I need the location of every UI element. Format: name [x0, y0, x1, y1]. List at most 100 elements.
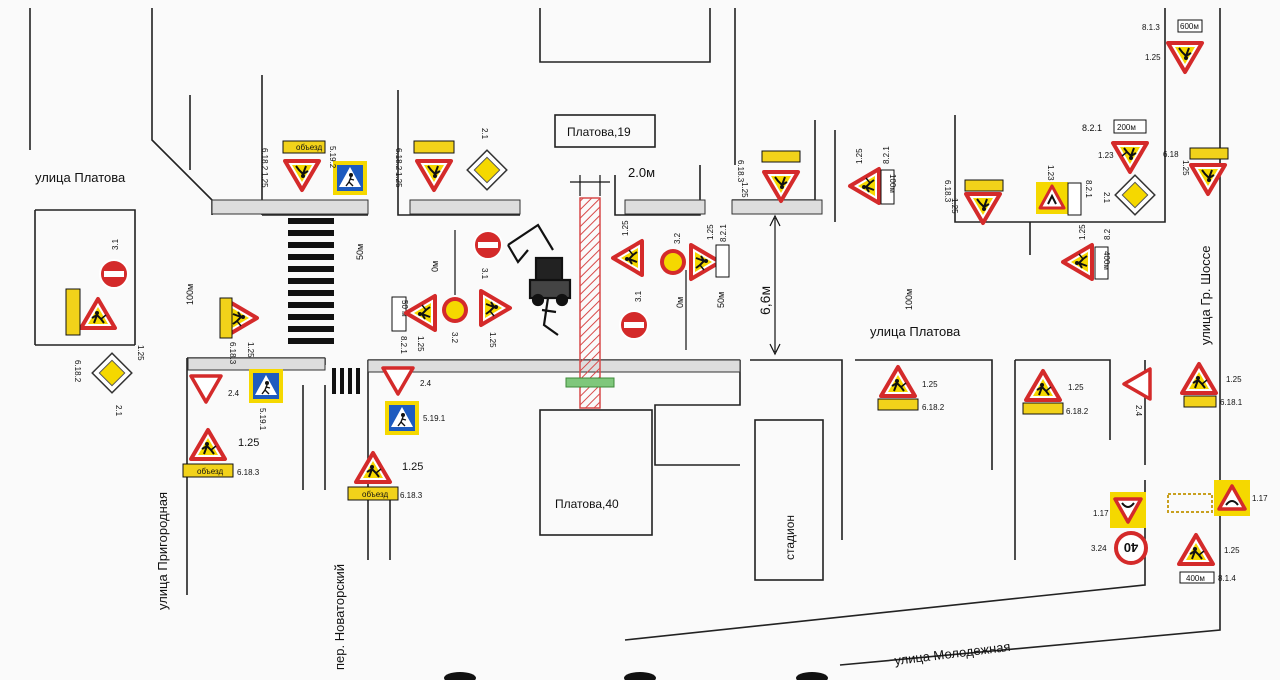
- detour-plate-icon: [347, 486, 399, 501]
- dim-6-6m: 6,6м: [757, 286, 773, 315]
- uneven-road-sign-icon: [1108, 490, 1148, 530]
- building-outline: [539, 409, 653, 536]
- code-3-24: 3.24: [1091, 544, 1107, 553]
- code-8-2: 8.2: [1103, 228, 1112, 240]
- street-novatorsky: пер. Новаторский: [332, 564, 347, 670]
- code-1-23: 1.23: [1046, 165, 1055, 181]
- speed-limit-value: 40: [1124, 540, 1138, 555]
- detour-plate-icon: [964, 179, 1004, 192]
- code-1-25: 1.25: [1181, 160, 1190, 176]
- road-works-sign-icon: [611, 239, 644, 277]
- code-1-23: 1.23: [1098, 151, 1114, 160]
- priority-road-sign-icon: [1114, 174, 1156, 216]
- code-2-4: 2.4: [420, 379, 432, 388]
- code-8-2-1: 8.2.1: [1084, 180, 1093, 198]
- code-1-25: 1.25: [1226, 375, 1242, 384]
- street-platova-right: улица Платова: [870, 324, 961, 339]
- code-8-2-1: 8.2.1: [1082, 123, 1102, 133]
- road-edge: [151, 8, 213, 215]
- road-works-sign-icon: [1180, 362, 1218, 395]
- code-8-2-1: 8.2.1: [399, 336, 408, 354]
- road-works-sign-icon: [354, 451, 392, 484]
- dim-0-right: 0м: [675, 297, 685, 308]
- code-1-25: 1.25: [394, 172, 403, 188]
- no-entry-sign-icon: [473, 230, 503, 260]
- code-1-25: 1.25: [402, 461, 423, 473]
- stadium-outline: [754, 419, 824, 581]
- street-gr-shosse: улица Гр. Шоссе: [1198, 246, 1213, 346]
- code-6-18-3: 6.18.3: [237, 468, 260, 477]
- road-edge: [839, 8, 1221, 666]
- code-2-4: 2.4: [228, 389, 240, 398]
- code-1-25: 1.25: [488, 332, 497, 348]
- distance-plate-icon: [715, 244, 730, 278]
- pedestrian-crossing-sign-icon: [248, 368, 284, 404]
- no-traffic-sign-icon: [442, 297, 468, 323]
- dim-0-left: 0м: [430, 261, 440, 272]
- road-edge: [624, 480, 1146, 641]
- code-6-18-2: 6.18.2: [394, 148, 403, 171]
- plate-detour: объезд: [197, 467, 224, 476]
- dim-50-right: 50м: [716, 292, 726, 308]
- code-1-17: 1.17: [1093, 509, 1109, 518]
- plate-600m: 600м: [1180, 22, 1199, 31]
- detour-plate-icon: [1189, 147, 1229, 160]
- code-3-1: 3.1: [634, 290, 643, 302]
- road-edge: [750, 359, 843, 540]
- code-5-19-1: 5.19.1: [423, 414, 446, 423]
- dimension-lines: [454, 175, 781, 356]
- plate-400m: 400м: [1102, 251, 1111, 270]
- crosswalk-main: [288, 218, 334, 344]
- code-1-25: 1.25: [1224, 546, 1240, 555]
- scan-artifact: [796, 672, 828, 680]
- code-1-17: 1.17: [1252, 494, 1268, 503]
- priority-road-sign-icon: [91, 352, 133, 394]
- code-3-2: 3.2: [450, 332, 459, 344]
- code-6-18-3: 6.18.3: [943, 180, 952, 203]
- bump-zone: [1167, 493, 1213, 513]
- road-works-sign-icon: [1166, 41, 1204, 74]
- road-works-sign-icon: [189, 428, 227, 461]
- crosswalk-side: [332, 368, 360, 394]
- code-6-18-3: 6.18.3: [736, 160, 745, 183]
- distance-plate-icon: [1113, 119, 1147, 134]
- street-platova-left: улица Платова: [35, 170, 126, 185]
- detour-plate-icon: [877, 398, 919, 411]
- code-6-18-2: 6.18.2: [922, 403, 945, 412]
- code-1-25: 1.25: [246, 342, 255, 358]
- dim-2m: 2.0м: [628, 165, 655, 180]
- detour-plate-icon: [65, 288, 81, 336]
- detour-plate-icon: [219, 297, 233, 339]
- distance-plate-icon: [1177, 19, 1203, 33]
- warning-sign-icon: [1034, 180, 1070, 216]
- road-edge: [1015, 359, 1111, 440]
- code-6-18-2: 6.18.2: [1066, 407, 1089, 416]
- pedestrian-crossing-sign-icon: [384, 400, 420, 436]
- distance-plate-icon: [880, 169, 895, 205]
- road-edge: [855, 359, 993, 470]
- code-6-18-3: 6.18.3: [228, 342, 237, 365]
- code-2-1: 2.1: [480, 128, 489, 140]
- plate-100m: 100м: [888, 174, 897, 193]
- road-works-sign-icon: [404, 294, 437, 332]
- code-8-1-4: 8.1.4: [1218, 574, 1236, 583]
- code-1-25: 1.25: [706, 224, 715, 240]
- distance-plate-icon: [1094, 246, 1109, 280]
- building-platova40: Платова,40: [555, 497, 619, 511]
- green-zone: [565, 377, 615, 388]
- code-6-18: 6.18: [1163, 150, 1179, 159]
- code-6-18-1: 6.18.1: [1220, 398, 1243, 407]
- code-6-18-2: 6.18.2: [73, 360, 82, 383]
- distance-plate-icon: [1179, 571, 1215, 584]
- curb-segments: [187, 199, 823, 373]
- detour-plate-icon: [1183, 395, 1217, 408]
- give-way-sign-icon: [381, 366, 415, 396]
- stadium-label: стадион: [783, 515, 797, 560]
- detour-plate-icon: [182, 463, 234, 478]
- dim-100-left: 100м: [185, 284, 195, 305]
- road-works-sign-icon: [1061, 243, 1094, 281]
- road-works-sign-icon: [762, 170, 800, 203]
- code-2-1: 2.1: [1102, 192, 1111, 204]
- code-3-1: 3.1: [480, 268, 489, 280]
- building-platova19: Платова,19: [567, 125, 631, 139]
